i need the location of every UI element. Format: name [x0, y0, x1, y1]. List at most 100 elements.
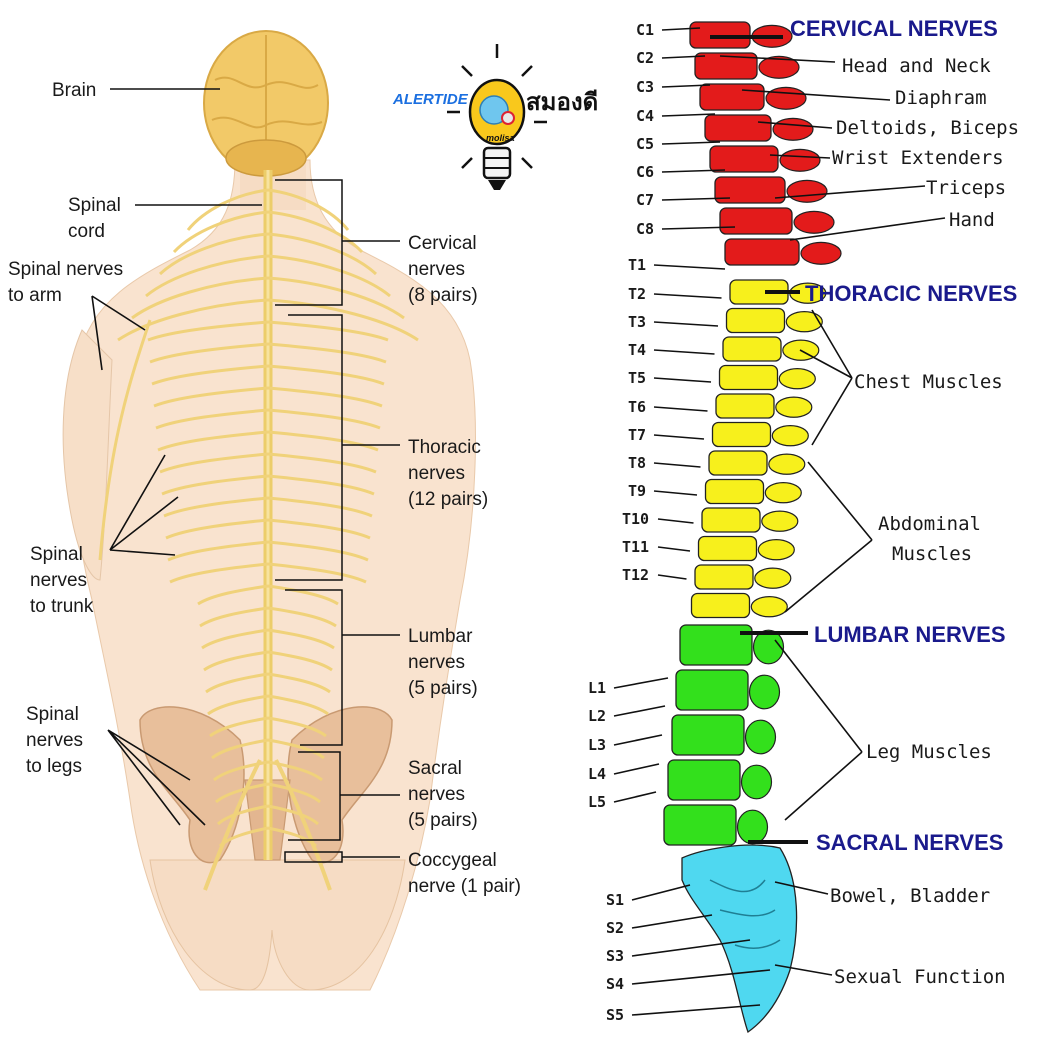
- nerve-branch-right: [267, 342, 387, 364]
- segment-label-t6: T6: [628, 398, 646, 416]
- func-diaphragm: Diaphram: [895, 87, 987, 109]
- nerve-branch-left: [145, 254, 269, 298]
- nerve-branch-left: [153, 386, 269, 408]
- segment-leader-l5: [613, 791, 657, 803]
- nerve-branch-right: [267, 364, 385, 386]
- vertebra-body: [694, 52, 758, 80]
- vertebra-body: [718, 364, 779, 391]
- cervical-label-3: (8 pairs): [408, 285, 478, 306]
- segment-label-l5: L5: [588, 793, 606, 811]
- nerve-branch-left: [165, 518, 269, 540]
- thoracic-label-3: (12 pairs): [408, 489, 488, 510]
- nerve-branch-right: [267, 452, 377, 474]
- vertebra-process: [786, 179, 828, 203]
- nerve-branch-left: [149, 342, 269, 364]
- nerve-branch-left: [151, 364, 269, 386]
- nerve-branch-right: [267, 760, 323, 782]
- segment-leader-t12: [657, 574, 687, 580]
- nerves-arm-label-1: Spinal nerves: [8, 259, 123, 280]
- arm-nerve: [98, 319, 152, 561]
- vertebra-process: [775, 396, 813, 418]
- nerve-branch-left: [186, 188, 269, 231]
- vertebra-body: [704, 478, 765, 505]
- nerve-branch-right: [267, 430, 379, 452]
- vertebra-process: [761, 510, 799, 532]
- nerve-branch-right: [267, 584, 339, 606]
- vertebra-process: [800, 241, 842, 265]
- vertebra-body: [725, 307, 786, 334]
- segment-label-c6: C6: [636, 163, 654, 181]
- vertebra-body: [675, 669, 749, 711]
- func-deltoids: Deltoids, Biceps: [836, 117, 1019, 139]
- nerve-branch-left: [201, 628, 269, 650]
- nerve-branch-left: [131, 276, 269, 320]
- segment-leader-t7: [653, 434, 705, 440]
- cervical-label-2: nerves: [408, 259, 465, 280]
- segment-label-l4: L4: [588, 765, 606, 783]
- vertebra-process: [765, 86, 807, 110]
- nerves-legs-label-1: Spinal: [26, 704, 79, 725]
- nerve-branch-right: [267, 232, 378, 276]
- segment-label-t10: T10: [622, 510, 649, 528]
- vertebra-body: [709, 145, 779, 173]
- nerve-branch-left: [161, 474, 269, 496]
- leg-nerve-right: [274, 759, 332, 891]
- segment-label-c1: C1: [636, 21, 654, 39]
- heading-cervical: CERVICAL NERVES: [790, 16, 998, 41]
- segment-label-c7: C7: [636, 191, 654, 209]
- thoracic-label-1: Thoracic: [408, 437, 481, 458]
- nerve-branch-right: [267, 386, 383, 408]
- segment-label-s1: S1: [606, 891, 624, 909]
- vertebra-body: [679, 624, 753, 666]
- segment-leader-t11: [657, 546, 691, 552]
- vertebra-process: [748, 674, 781, 710]
- vertebra-body: [690, 592, 751, 619]
- nerves-arm-label-2: to arm: [8, 285, 62, 306]
- segment-leader-l2: [613, 705, 666, 717]
- left-arm: [62, 329, 113, 581]
- logo: ALERTIDE สมองดี molisa: [392, 44, 598, 190]
- segment-label-t8: T8: [628, 454, 646, 472]
- nerve-branch-left: [155, 408, 269, 430]
- segment-label-l3: L3: [588, 736, 606, 754]
- segment-label-s2: S2: [606, 919, 624, 937]
- vertebra-process: [771, 425, 809, 447]
- segment-label-s4: S4: [606, 975, 624, 993]
- segment-label-t1: T1: [628, 256, 646, 274]
- segment-label-t5: T5: [628, 369, 646, 387]
- segment-leader-t8: [653, 462, 701, 468]
- lumbar-label-3: (5 pairs): [408, 678, 478, 699]
- func-hand: Hand: [949, 209, 995, 231]
- sacrum: [681, 844, 798, 1034]
- nerve-branch-right: [267, 606, 337, 628]
- nerve-branch-left: [159, 452, 269, 474]
- segment-label-l1: L1: [588, 679, 606, 697]
- heading-thoracic: THORACIC NERVES: [805, 281, 1017, 306]
- segment-leader-s4: [631, 969, 771, 985]
- left-annotation-lines: [91, 88, 400, 863]
- vertebra-body: [714, 176, 786, 204]
- segment-label-l2: L2: [588, 707, 606, 725]
- vertebra-body: [667, 759, 741, 801]
- vertebra-body: [724, 238, 800, 266]
- nerve-branch-right: [267, 540, 369, 562]
- nerve-branch-left: [199, 606, 269, 628]
- brain-label: Brain: [52, 80, 96, 101]
- nerve-branch-left: [209, 716, 269, 738]
- nerve-branch-left: [213, 760, 269, 782]
- func-triceps: Triceps: [926, 177, 1006, 199]
- cervical-label-1: Cervical: [408, 233, 477, 254]
- spinal-cord-label-2: cord: [68, 221, 105, 242]
- segment-label-c4: C4: [636, 107, 654, 125]
- segment-label-c3: C3: [636, 78, 654, 96]
- vertebra-process: [778, 368, 816, 390]
- heading-sacral: SACRAL NERVES: [816, 830, 1003, 855]
- func-wrist: Wrist Extenders: [832, 147, 1004, 169]
- vertebra-process: [752, 629, 785, 665]
- sacral-label-2: nerves: [408, 784, 465, 805]
- segment-leader-s1: [631, 884, 691, 901]
- segment-leader-t1: [653, 264, 726, 270]
- nerve-branch-right: [267, 672, 331, 694]
- nerve-branch-left: [197, 584, 269, 606]
- segment-label-c2: C2: [636, 49, 654, 67]
